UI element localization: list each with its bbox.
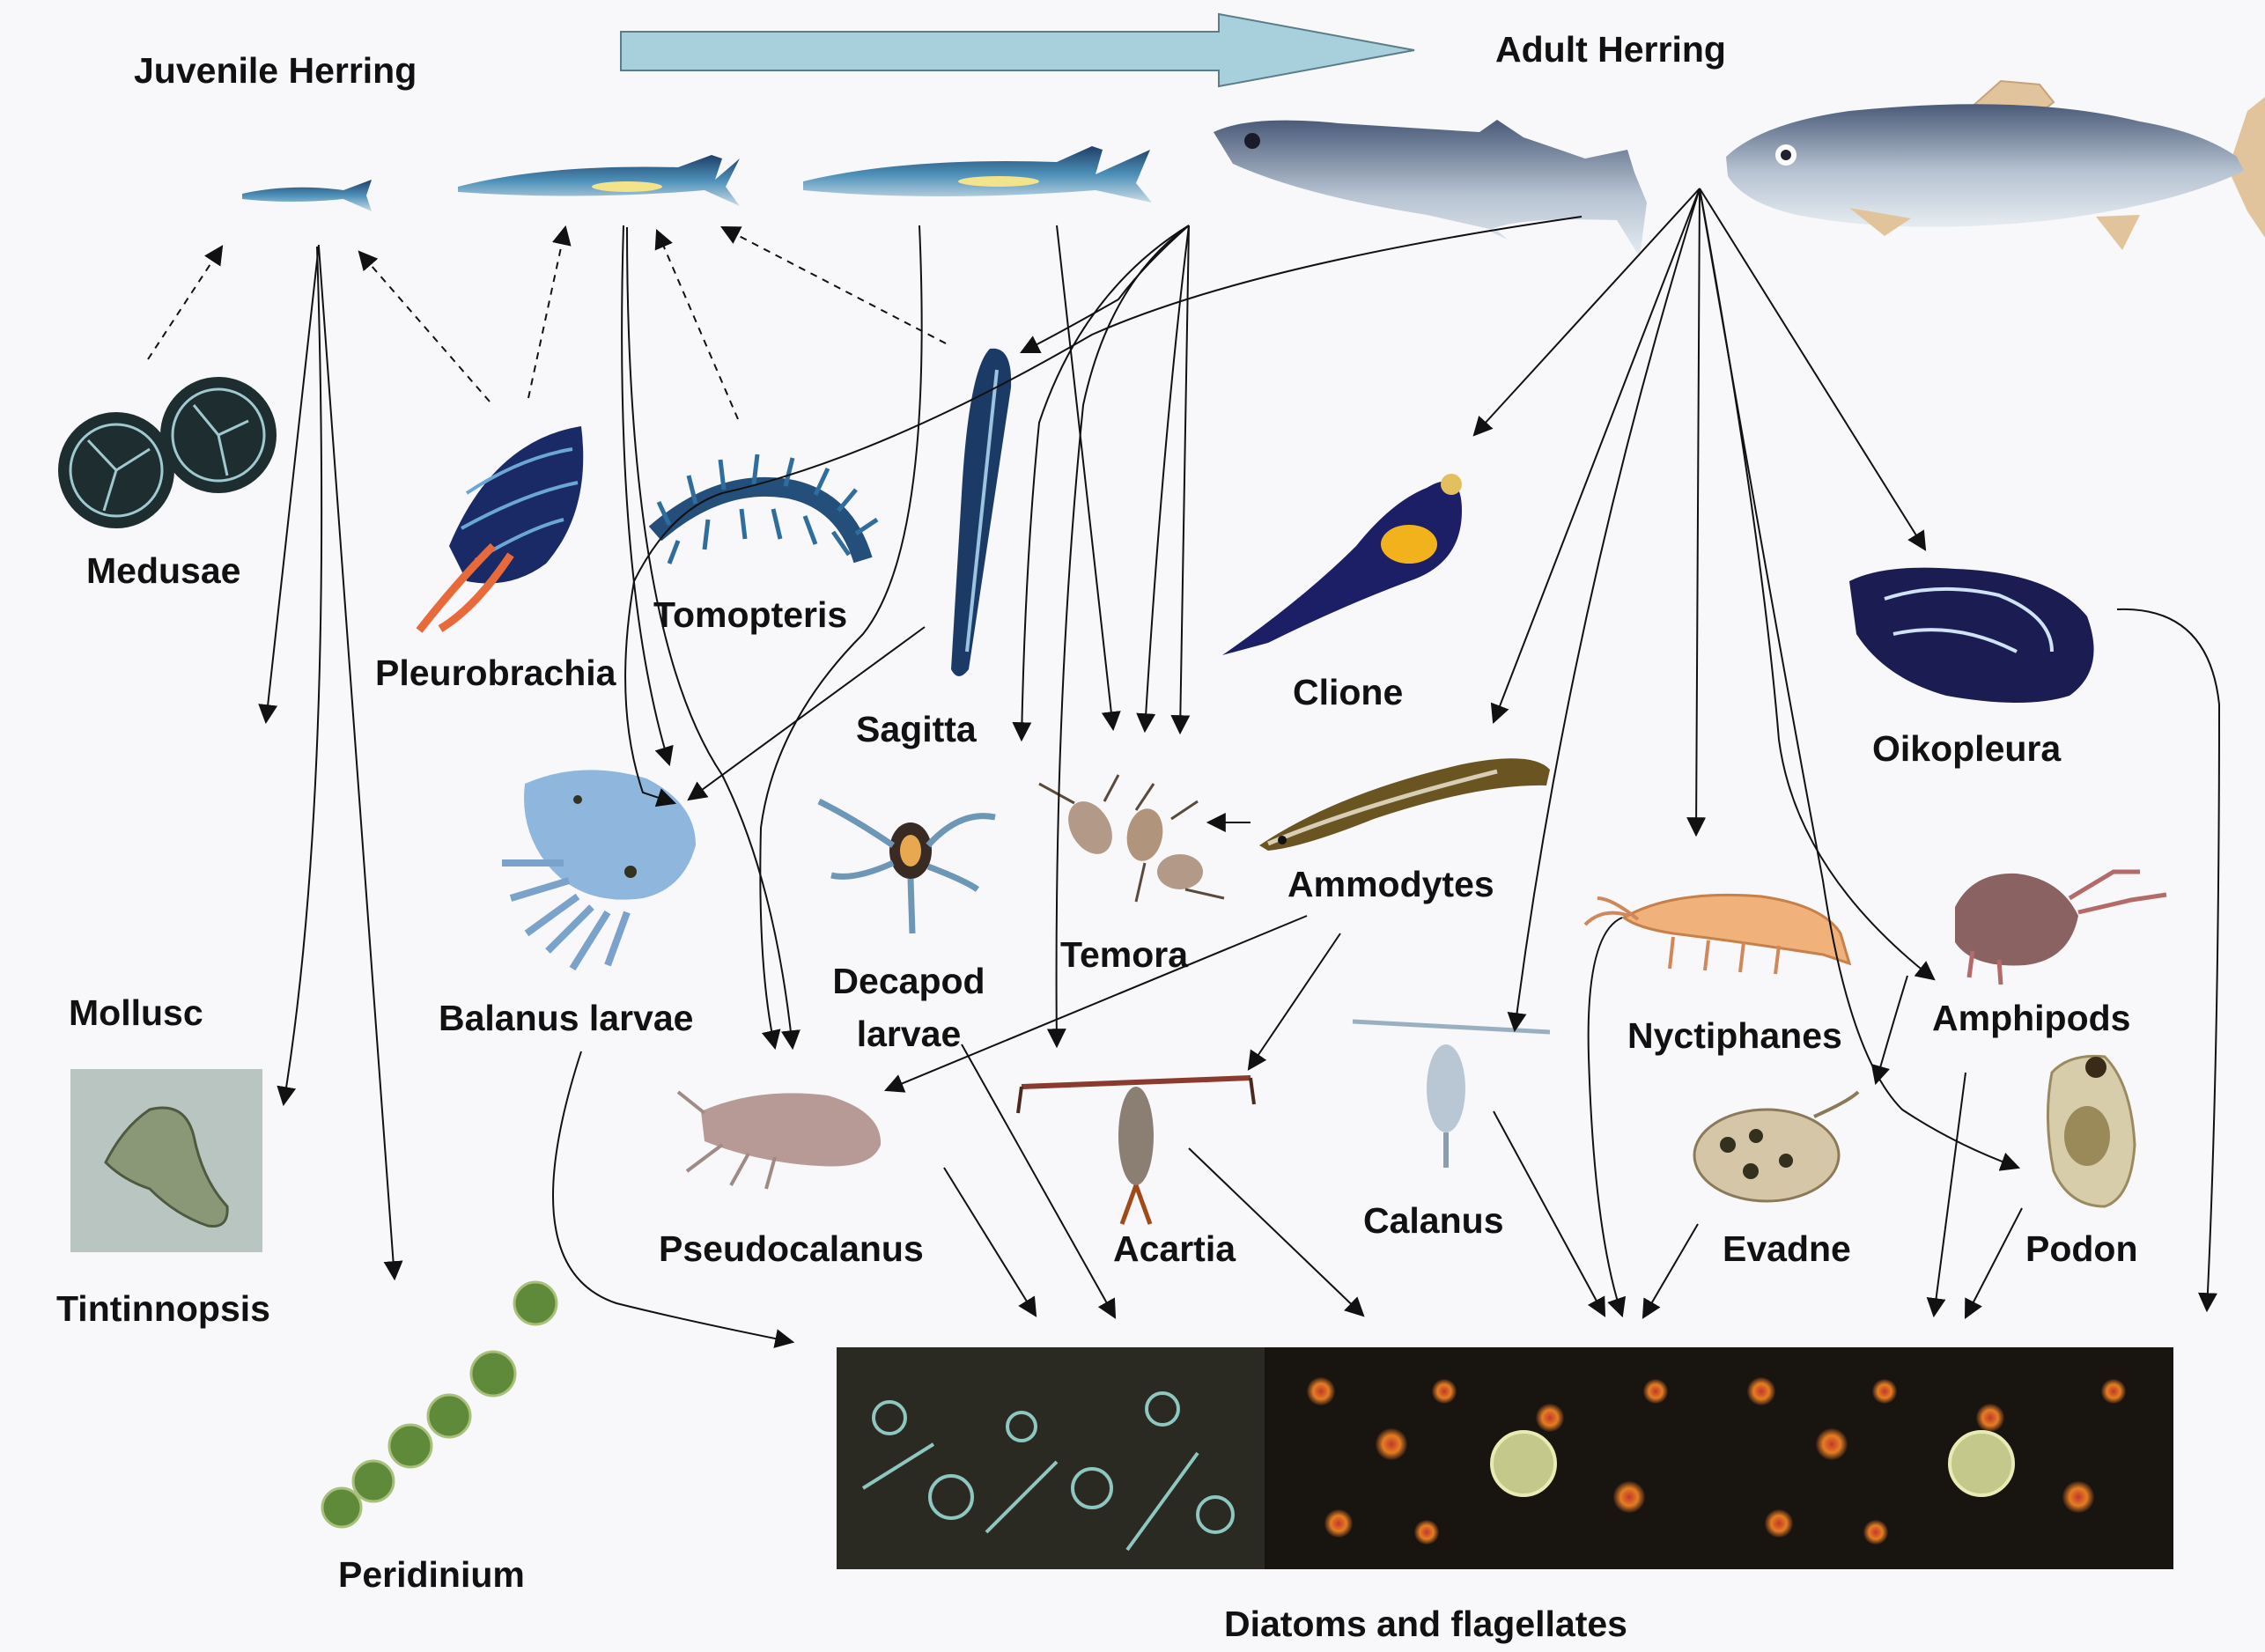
evadne-icon — [1694, 1092, 1858, 1201]
arrow-adult2-to-clione — [1474, 188, 1700, 435]
arrow-adult2-to-nyctiphanes — [1696, 188, 1700, 835]
arrow-oikopleura-to-diatoms — [2117, 609, 2219, 1310]
label-podon: Podon — [2025, 1231, 2138, 1267]
adult-herring-drawing-icon — [1726, 81, 2265, 250]
label-ammodytes: Ammodytes — [1287, 867, 1494, 903]
label-decapod-larvae-line2: larvae — [857, 1016, 962, 1052]
temora-icon — [1039, 775, 1224, 902]
label-peridinium: Peridinium — [338, 1557, 525, 1593]
arrow-evadne-to-diatoms — [1643, 1224, 1698, 1317]
arrow-juvenile2-to-pseudocalanus — [627, 227, 793, 1048]
label-pseudocalanus: Pseudocalanus — [659, 1231, 924, 1267]
pleurobrachia-icon — [419, 426, 583, 631]
tomopteris-icon — [655, 454, 877, 564]
tintinnopsis-icon — [70, 1069, 262, 1252]
label-mollusc: Mollusc — [69, 995, 203, 1031]
arrow-adult-to-acartia — [1057, 225, 1189, 1046]
juvenile-herring-large-icon — [803, 146, 1152, 203]
arrow-juvenile3-to-pseudocalanus — [760, 225, 921, 1048]
label-evadne: Evadne — [1723, 1231, 1851, 1267]
arrow-medusae-to-juvenile — [148, 247, 222, 359]
arrow-amphipods-to-diatoms — [1934, 1073, 1966, 1316]
label-sagitta: Sagitta — [856, 712, 977, 748]
arrow-juvenile2-to-balanus — [622, 225, 669, 764]
arrow-pleurobrachia-to-juvenile-2 — [528, 227, 565, 398]
arrow-sagitta-to-juvenile — [722, 227, 946, 343]
label-juvenile-herring: Juvenile Herring — [134, 53, 417, 89]
label-nyctiphanes: Nyctiphanes — [1627, 1018, 1842, 1054]
arrow-nyctiphanes-to-diatoms — [1589, 918, 1622, 1316]
arrow-juvenile-to-mollusc — [266, 245, 319, 722]
label-adult-herring: Adult Herring — [1495, 32, 1726, 68]
growth-arrow — [621, 14, 1414, 86]
label-temora: Temora — [1060, 937, 1188, 973]
label-tomopteris: Tomopteris — [653, 597, 847, 633]
clione-icon — [1222, 474, 1462, 655]
arrow-tomopteris-to-juvenile — [657, 231, 738, 419]
label-tintinnopsis: Tintinnopsis — [56, 1291, 270, 1327]
podon-icon — [2047, 1056, 2135, 1206]
pseudocalanus-icon — [678, 1092, 881, 1189]
label-pleurobrachia: Pleurobrachia — [375, 655, 616, 691]
arrow-adult2-to-oikopleura — [1700, 188, 1925, 549]
oikopleura-icon — [1849, 568, 2094, 703]
sagitta-icon — [951, 349, 1011, 676]
arrow-juvenile-to-peridinium — [319, 247, 395, 1279]
amphipods-icon — [1955, 872, 2166, 985]
arrow-adult2-to-ammodytes — [1494, 188, 1700, 722]
peridinium-icon — [322, 1282, 557, 1527]
label-medusae: Medusae — [86, 553, 240, 589]
juvenile-herring-medium-icon — [458, 155, 740, 206]
label-clione: Clione — [1293, 675, 1403, 711]
diatoms-panel-icon — [837, 1347, 2173, 1569]
label-balanus-larvae: Balanus larvae — [439, 1000, 693, 1036]
arrow-pseudocalanus-to-diatoms — [944, 1168, 1036, 1316]
label-oikopleura: Oikopleura — [1872, 731, 2061, 767]
ammodytes-icon — [1259, 758, 1550, 851]
arrow-juvenile-to-tintinnopsis — [284, 247, 321, 1104]
acartia-icon — [1018, 1078, 1254, 1224]
arrow-pleurobrachia-to-juvenile-1 — [359, 252, 490, 402]
arrow-calanus-to-diatoms — [1494, 1111, 1605, 1316]
label-decapod-larvae-line1: Decapod — [832, 963, 985, 999]
label-acartia: Acartia — [1113, 1231, 1236, 1267]
label-calanus: Calanus — [1363, 1203, 1504, 1239]
arrow-amphipods-to-evadne — [1876, 976, 1907, 1083]
calanus-icon — [1353, 1021, 1550, 1168]
arrow-ammodytes-to-acartia — [1249, 933, 1340, 1069]
juvenile-herring-small-icon — [242, 180, 372, 211]
label-diatoms-and-flagellates: Diatoms and flagellates — [1224, 1606, 1627, 1642]
adult-herring-photo-icon — [1214, 120, 1647, 257]
decapod-larvae-icon — [819, 801, 995, 933]
arrow-balanus-to-diatoms — [553, 1051, 793, 1342]
arrow-podon-to-diatoms — [1966, 1208, 2022, 1317]
medusae-icon — [58, 377, 277, 528]
label-amphipods: Amphipods — [1932, 1000, 2130, 1036]
nyctiphanes-icon — [1585, 895, 1849, 974]
